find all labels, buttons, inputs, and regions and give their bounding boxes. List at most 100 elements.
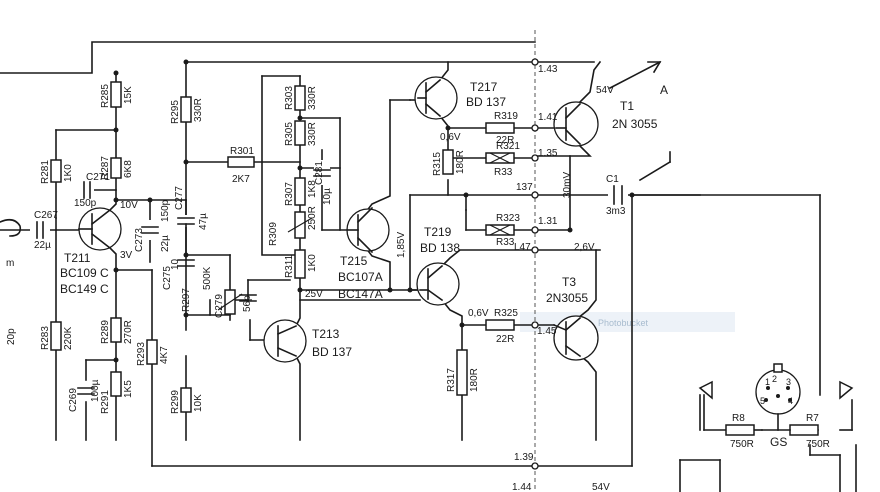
label-voltage-185v: 1,85V — [396, 232, 407, 258]
capacitor-c1 — [608, 185, 628, 205]
label-t213-ref: T213 — [312, 327, 340, 341]
label-t211-type1: BC109 C — [60, 266, 109, 280]
junctions — [113, 58, 635, 470]
label-pin-1: 1 — [765, 377, 770, 387]
label-voltage-3v: 3V — [120, 250, 133, 261]
label-voltage-54v-bottom: 54V — [592, 482, 610, 492]
label-r321-ref: R321 — [496, 141, 520, 152]
input-jack-icon — [0, 218, 22, 237]
resistor-r291 — [110, 371, 122, 397]
capacitor-c275 — [177, 259, 195, 267]
label-t211-ref: T211 — [64, 251, 91, 265]
resistor-r293 — [146, 339, 158, 365]
resistor-r289 — [110, 317, 122, 343]
transistor-t215 — [346, 206, 390, 254]
label-voltage-06v-top: 0,6V — [440, 132, 461, 143]
label-r305-value: 330R — [307, 122, 318, 146]
resistor-r303 — [294, 85, 306, 111]
label-terminal-137: 137 — [516, 182, 533, 193]
capacitor-c271 — [80, 181, 94, 199]
transistor-t3 — [552, 315, 599, 361]
label-t217-ref: T217 — [470, 80, 498, 94]
label-r287-value: 6K8 — [123, 160, 134, 178]
resistor-r287 — [110, 157, 122, 179]
label-r291-value: 1K5 — [123, 380, 134, 398]
label-r295-value: 330R — [193, 98, 204, 122]
resistor-r295 — [180, 96, 192, 123]
label-voltage-10v: 10V — [120, 200, 138, 211]
label-t211-type2: BC149 C — [60, 282, 109, 296]
label-c267-ref: C267 — [34, 210, 58, 221]
label-r283-value: 220K — [63, 326, 74, 350]
label-c277-value: 47µ — [198, 213, 209, 230]
resistor-r325 — [485, 319, 515, 331]
label-r303-ref: R303 — [284, 86, 295, 110]
resistor-r299 — [180, 387, 192, 413]
label-t1-type: 2N 3055 — [612, 117, 658, 131]
label-pin-5: 5 — [760, 396, 765, 406]
label-c279-value: 56p — [242, 295, 253, 312]
label-r8-ref: R8 — [732, 413, 745, 424]
transistor-t1 — [553, 101, 599, 147]
label-t3-ref: T3 — [562, 275, 576, 289]
capacitor-c281 — [313, 160, 331, 185]
label-t213-type: BD 137 — [312, 345, 352, 359]
capacitor-c269 — [77, 387, 95, 395]
label-r281-ref: R281 — [40, 160, 51, 184]
label-c271-ref: C271 — [86, 172, 110, 183]
label-r7-ref: R7 — [806, 413, 819, 424]
resistor-r285 — [110, 81, 122, 108]
label-c275-ref: C275 — [162, 266, 173, 290]
label-r8-value: 750R — [730, 439, 754, 450]
label-voltage-54v-top: 54V — [596, 85, 614, 96]
transistors — [78, 76, 599, 363]
label-t3-type: 2N3055 — [546, 291, 588, 305]
resistor-r8 — [725, 424, 755, 436]
label-r7-value: 750R — [806, 439, 830, 450]
label-voltage-25v: 25V — [305, 289, 323, 300]
label-r303-value: 330R — [307, 86, 318, 110]
label-c279-ref: C279 — [214, 294, 225, 318]
label-r317-value: 180R — [469, 368, 480, 392]
label-r293-ref: R293 — [136, 342, 147, 366]
label-terminal-145: 1.45 — [537, 326, 557, 337]
resistor-r311 — [294, 249, 306, 279]
label-c277-ref: C277 — [174, 186, 185, 210]
label-terminal-141: 1.41 — [538, 112, 558, 123]
resistor-r281 — [50, 159, 62, 183]
label-r297-ref: R297 — [181, 288, 192, 312]
label-r285-value: 15K — [123, 86, 134, 104]
label-r295-ref: R295 — [170, 100, 181, 124]
label-connector-gs: GS — [770, 435, 787, 449]
label-pin-3: 3 — [786, 377, 791, 387]
transistor-t213 — [263, 319, 307, 363]
label-voltage-06v-bottom: 0,6V — [468, 308, 489, 319]
label-c273-value: 22µ — [160, 235, 171, 252]
label-r323-value: R33 — [496, 237, 515, 248]
label-c269-ref: C269 — [68, 388, 79, 412]
label-terminal-139: 1.39 — [514, 452, 534, 463]
label-r301-ref: R301 — [230, 146, 254, 157]
label-r311-value: 1K0 — [307, 254, 318, 272]
transistor-t219 — [416, 262, 460, 306]
label-r317-ref: R317 — [446, 368, 457, 392]
label-r315-ref: R315 — [432, 152, 443, 176]
label-t215-type2: BC147A — [338, 287, 383, 301]
label-arrow-a: A — [660, 83, 668, 97]
capacitors — [30, 160, 628, 395]
label-t219-type: BD 138 — [420, 241, 460, 255]
label-terminal-143: 1.43 — [538, 64, 558, 75]
label-c275-value: 10 — [170, 258, 181, 270]
resistors — [50, 81, 819, 436]
label-r309-value: 250R — [307, 206, 318, 230]
resistor-r301 — [227, 156, 255, 168]
label-terminal-131: 1.31 — [538, 216, 558, 227]
label-r281-value: 1K0 — [63, 164, 74, 182]
label-r293-value: 4K7 — [159, 346, 170, 364]
label-t219-ref: T219 — [424, 225, 452, 239]
label-terminal-147: L47 — [514, 242, 531, 253]
label-pin-2: 2 — [772, 374, 777, 384]
label-r311-ref: R311 — [284, 254, 295, 278]
label-t1-ref: T1 — [620, 99, 634, 113]
